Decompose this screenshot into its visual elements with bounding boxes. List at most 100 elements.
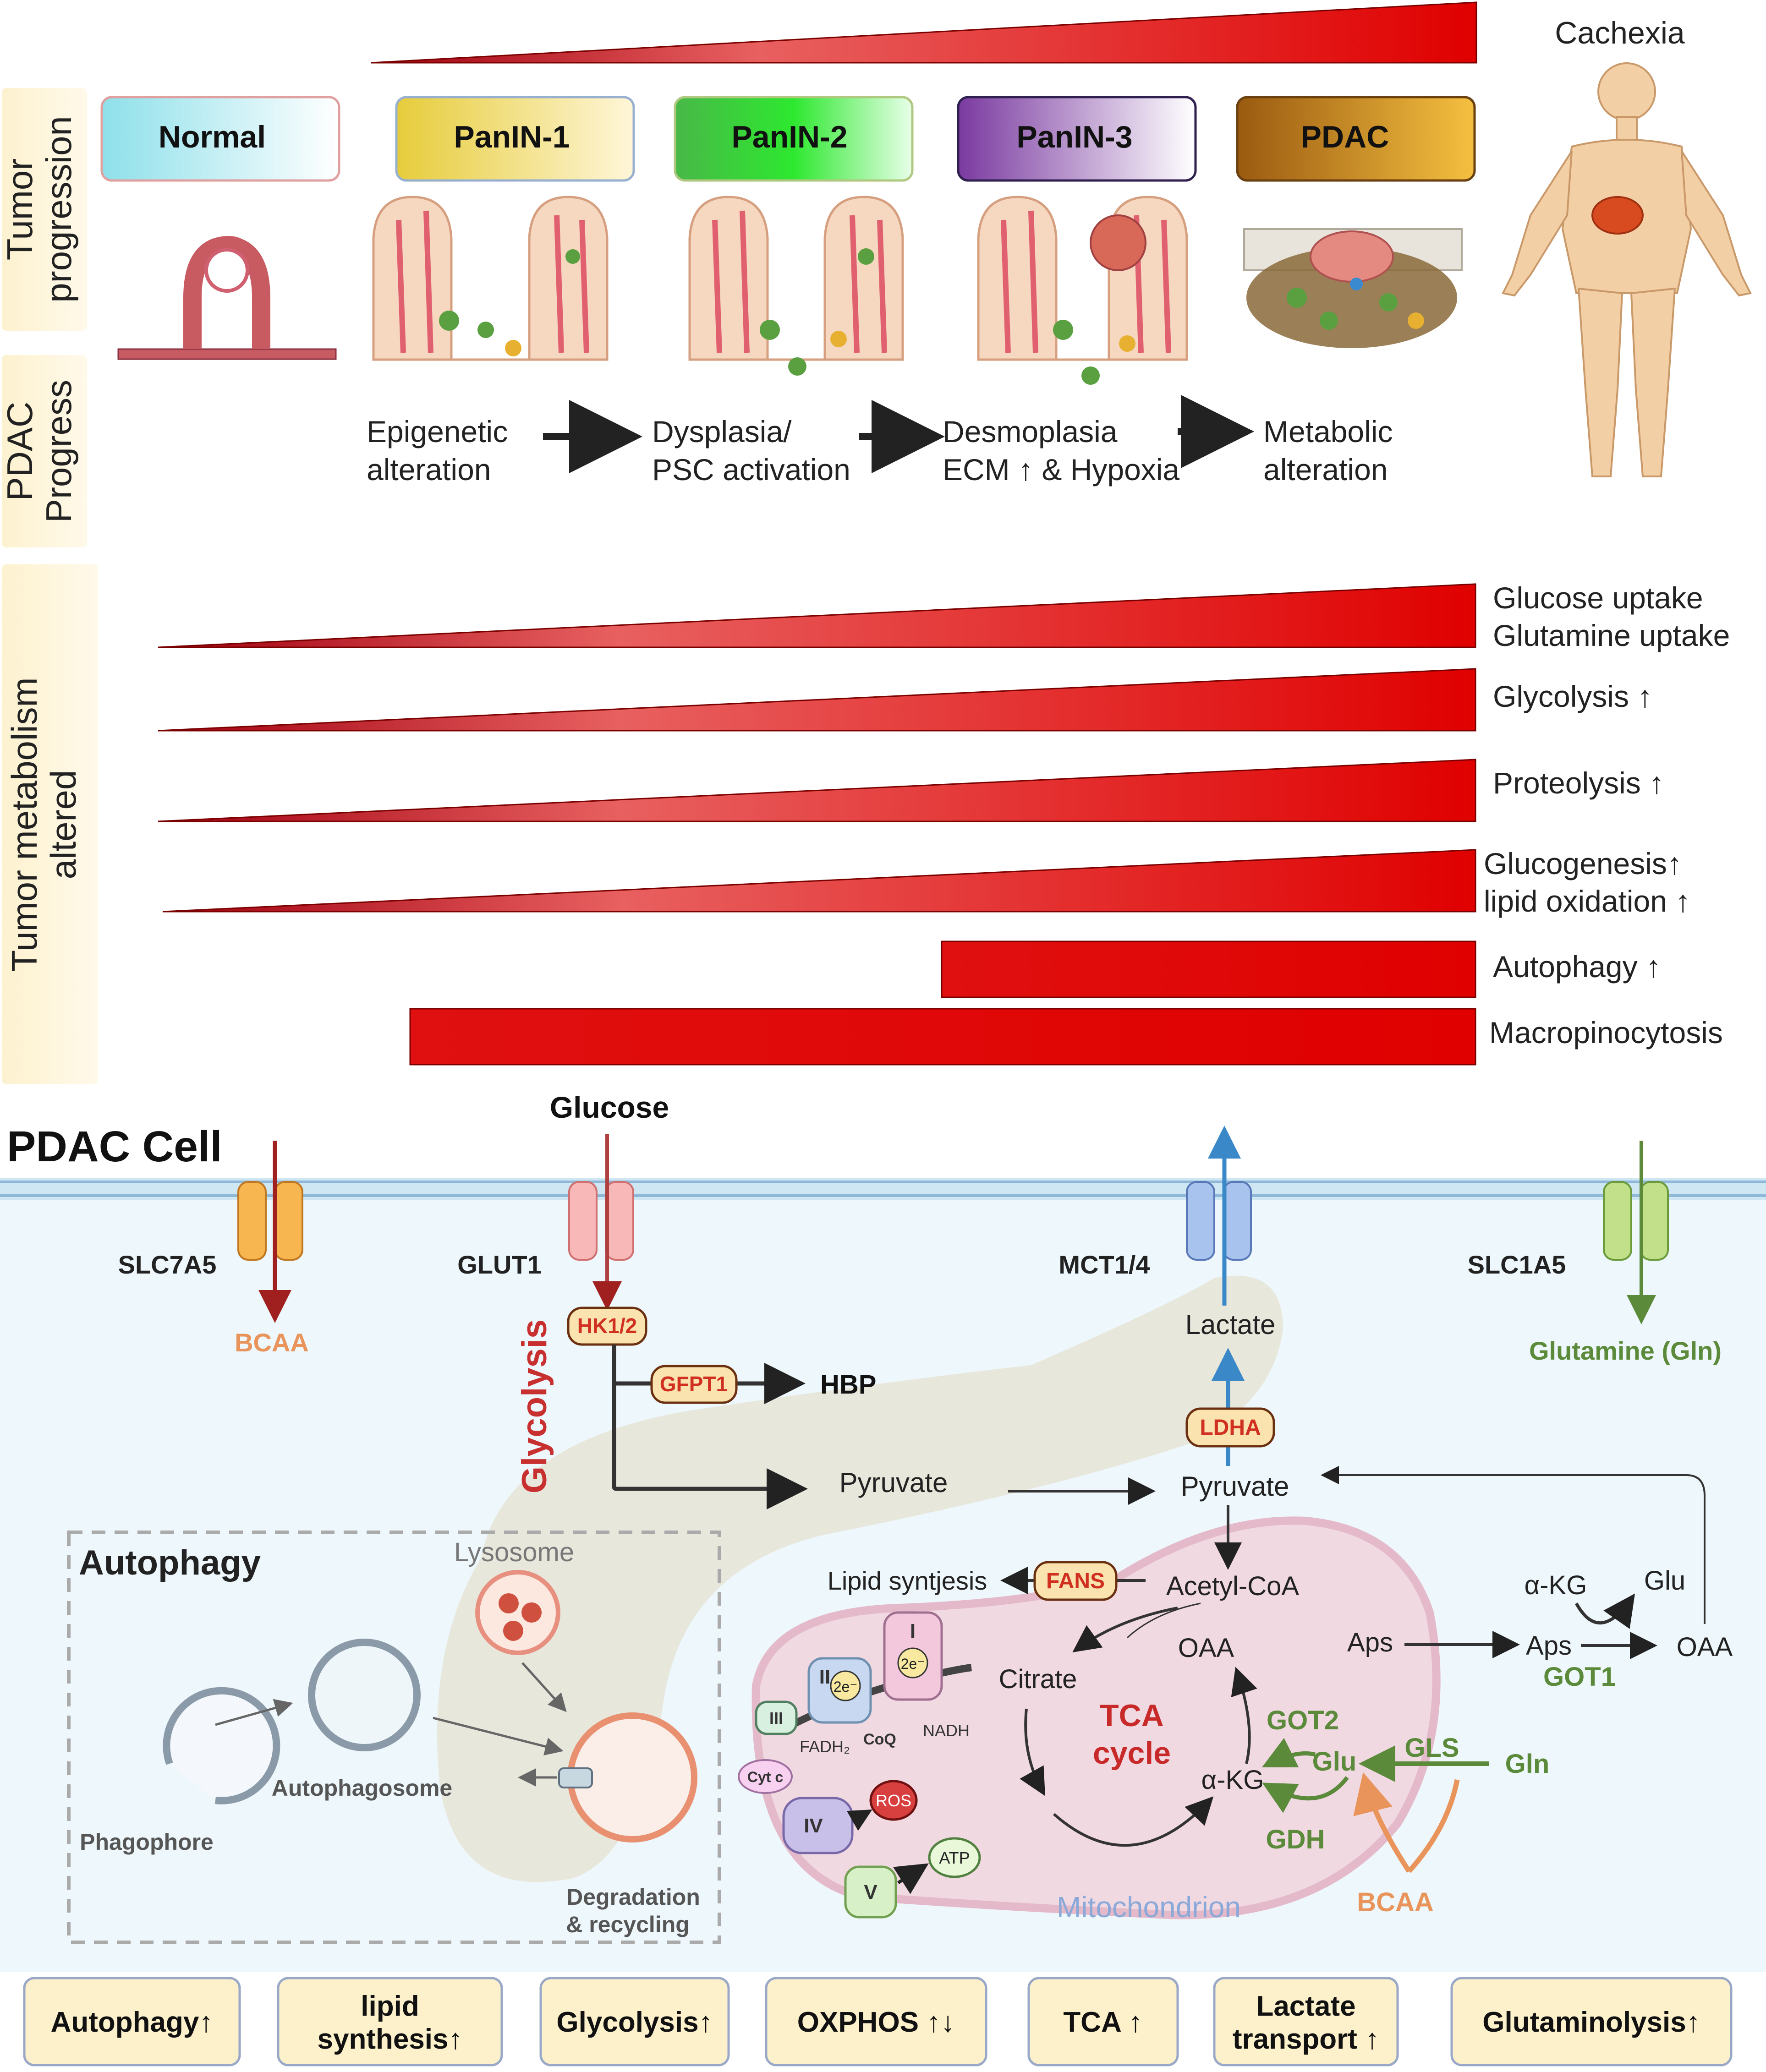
progress-step-4-line1: Metabolic (1263, 415, 1393, 448)
ros-icon (869, 1780, 918, 1821)
pyruvate-mito-label: Pyruvate (1181, 1471, 1289, 1502)
tca-arrow-bottom (1053, 1796, 1214, 1847)
bcaa-curve-right (1407, 1779, 1460, 1873)
tca-arrow-citrate-down (1020, 1708, 1045, 1796)
hbp-path-line (612, 1363, 806, 1404)
side-label-metabolism-line1: Tumor metabolism (4, 678, 44, 972)
glu-cyto-label: Glu (1644, 1566, 1685, 1596)
atp-arrow (893, 1863, 929, 1894)
akg-to-glu-arrow (1574, 1593, 1635, 1629)
lysosome-granule (521, 1602, 542, 1623)
electron-label-1: 2e⁻ (901, 1656, 925, 1672)
metabolism-label-autophagy: Autophagy ↑ (1493, 950, 1661, 984)
svg-text:transport ↑: transport ↑ (1233, 2023, 1379, 2055)
degradation-label-line2: & recycling (566, 1912, 690, 1937)
got2-label: GOT2 (1267, 1706, 1339, 1735)
ros-label: ROS (876, 1791, 911, 1810)
progress-step-4-line2: alteration (1263, 453, 1388, 487)
tca-arrow-oaa-acetylcoa (1126, 1602, 1201, 1639)
acetyl-coa-label: Acetyl-CoA (1166, 1571, 1299, 1601)
summary-box-autophagy: Autophagy↑ (23, 1977, 241, 2067)
glut1-transporter (568, 1181, 634, 1261)
stage-box-normal (100, 96, 340, 182)
stage-box-panin-1 (395, 96, 635, 182)
mct-transporter (1186, 1181, 1252, 1261)
svg-text:Lactate: Lactate (1256, 1990, 1355, 2022)
stage-label-panin-1: PanIN-1 (454, 120, 570, 154)
svg-text:lipid: lipid (361, 1990, 419, 2022)
metabolism-bar-autophagy (941, 940, 1476, 998)
panin-2-tissue-illustration (688, 196, 904, 376)
glu-mito-label: Glu (1312, 1747, 1357, 1777)
summary-box-tca: TCA ↑ (1027, 1977, 1179, 2067)
metabolism-label-uptake-2: Glutamine uptake (1493, 618, 1730, 652)
fans-enzyme-label: FANS (1046, 1569, 1105, 1593)
stage-box-panin-2 (674, 96, 914, 182)
gfpt1-enzyme-badge (650, 1365, 738, 1404)
ldha-enzyme-badge (1185, 1407, 1275, 1448)
human-body-illustration (1502, 62, 1752, 477)
glycolysis-vertical-label: Glycolysis (515, 1319, 554, 1493)
coq-label: CoQ (863, 1731, 896, 1748)
lysosome-granule (499, 1593, 519, 1613)
gln-label: Gln (1505, 1749, 1550, 1779)
autophagy-panel (67, 1531, 721, 1944)
oaa-cyto-label: OAA (1677, 1632, 1733, 1662)
side-label-pdac-progress-line2: Progress (38, 380, 79, 523)
stage-box-panin-3 (957, 96, 1197, 182)
side-label-tumor-progression (2, 88, 87, 331)
bcaa-import-label: BCAA (235, 1328, 309, 1357)
slc7a5-transporter (237, 1181, 303, 1261)
gfpt1-enzyme-label: GFPT1 (660, 1372, 728, 1396)
bcaa-mito-label: BCAA (1357, 1887, 1434, 1917)
stage-box-pdac (1236, 96, 1476, 182)
metabolism-wedge-proteolysis (158, 759, 1476, 822)
glut1-label: GLUT1 (457, 1250, 542, 1279)
stage-label-panin-3: PanIN-3 (1016, 120, 1132, 154)
oaa-to-pyruvate-arrow (1321, 1466, 1706, 1624)
metabolism-label-lipid-oxidation: lipid oxidation ↑ (1484, 884, 1690, 918)
gls-label: GLS (1404, 1733, 1459, 1763)
cell-title: PDAC Cell (7, 1122, 222, 1171)
normal-tissue-illustration (117, 236, 337, 360)
slc7a5-label: SLC7A5 (118, 1250, 217, 1279)
hbp-label: HBP (820, 1370, 876, 1400)
stage-label-panin-2: PanIN-2 (731, 120, 847, 154)
got1-label: GOT1 (1543, 1662, 1616, 1692)
etc-complex-iii-label: III (769, 1709, 783, 1728)
atp-icon (928, 1837, 981, 1878)
autophagosome-fusion-arrow (433, 1717, 564, 1755)
lipid-synthesis-label: Lipid syntjesis (828, 1566, 987, 1595)
akg-mito-label: α-KG (1201, 1765, 1264, 1795)
electron-icon-1 (897, 1647, 928, 1678)
metabolism-wedge-glycolysis (158, 668, 1476, 732)
metabolism-wedge-glucogenesis (162, 849, 1476, 913)
tca-arrow-akg-oaa (1231, 1667, 1257, 1764)
progress-step-2: Dysplasia/ PSC activation (652, 415, 850, 487)
slc1a5-label: SLC1A5 (1468, 1250, 1566, 1279)
progress-step-4: Metabolic alteration (1263, 415, 1393, 487)
svg-text:Glycolysis↑: Glycolysis↑ (556, 2006, 713, 2038)
aps-mito-label: Aps (1347, 1628, 1393, 1657)
atp-label: ATP (939, 1848, 970, 1867)
lysosome-granule (503, 1621, 523, 1641)
phagophore-to-autophagosome-arrow (215, 1699, 293, 1726)
lysosome-channel (558, 1767, 593, 1788)
progress-step-3-line2: ECM ↑ & Hypoxia (943, 453, 1179, 487)
oaa-mito-label: OAA (1178, 1633, 1234, 1663)
degradation-label-line1: Degradation (566, 1884, 700, 1910)
pdac-tissue-illustration (1243, 228, 1463, 348)
nadh-label: NADH (923, 1721, 970, 1740)
metabolism-label-uptake-1: Glucose uptake (1493, 581, 1703, 615)
aps-cyto-label: Aps (1526, 1631, 1572, 1661)
svg-text:OXPHOS ↑↓: OXPHOS ↑↓ (797, 2006, 955, 2038)
mitochondrion-label: Mitochondrion (1057, 1891, 1241, 1924)
svg-text:TCA ↑: TCA ↑ (1063, 2006, 1142, 2038)
progress-step-3-line1: Desmoplasia (943, 415, 1118, 448)
side-label-pdac-progress-line1: PDAC (0, 402, 40, 501)
progress-step-3: Desmoplasia ECM ↑ & Hypoxia (943, 415, 1179, 487)
glutamine-import-label: Glutamine (Gln) (1529, 1336, 1722, 1365)
gdh-label: GDH (1266, 1825, 1325, 1854)
autophagy-title: Autophagy (79, 1543, 261, 1582)
